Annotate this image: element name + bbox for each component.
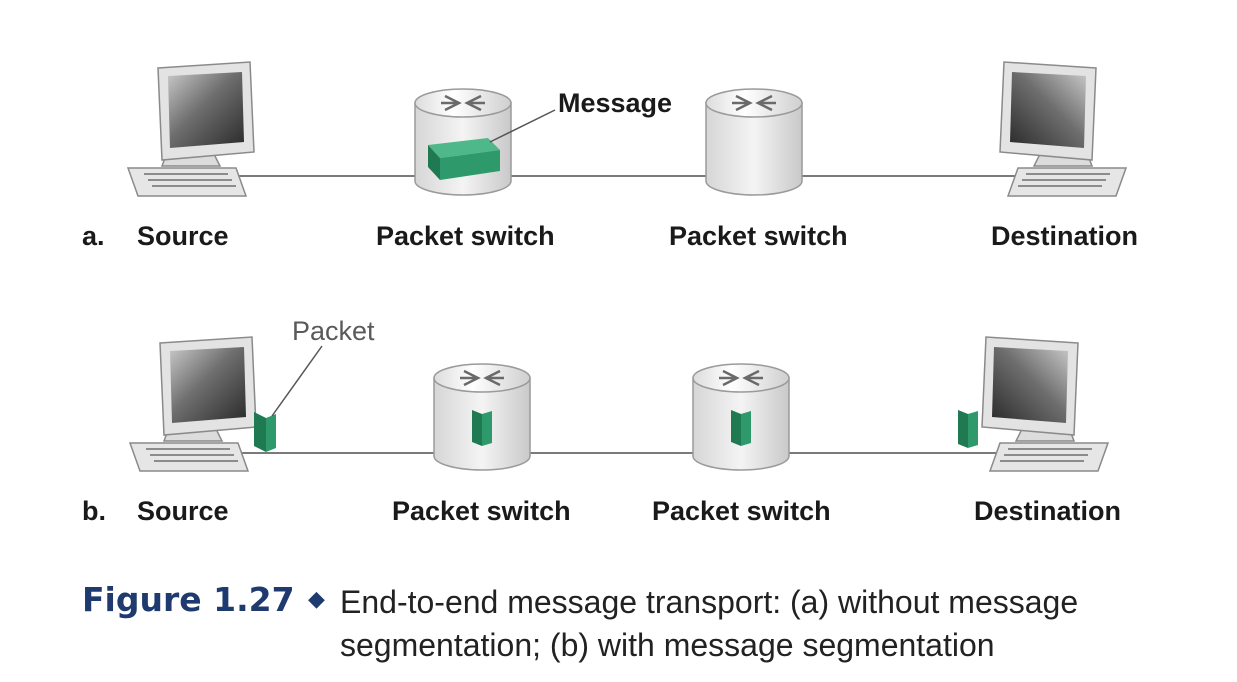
caption-text: End-to-end message transport: (a) withou… xyxy=(340,584,1079,663)
node-label-switch: Packet switch xyxy=(652,496,831,526)
message-callout: Message xyxy=(558,88,673,118)
callout-leader xyxy=(489,109,556,143)
computer-icon xyxy=(1000,62,1126,196)
node-label-destination: Destination xyxy=(991,221,1139,251)
packet-block xyxy=(958,410,978,448)
node-label-switch: Packet switch xyxy=(669,221,848,251)
packet-block xyxy=(472,410,492,446)
computer-icon xyxy=(127,61,255,197)
message-block xyxy=(428,138,500,180)
computer-icon xyxy=(982,337,1108,471)
packet-callout: Packet xyxy=(292,316,375,346)
node-label-switch: Packet switch xyxy=(376,221,555,251)
router-icon xyxy=(704,87,804,197)
computer-icon xyxy=(129,336,257,472)
callout-leader xyxy=(271,345,323,417)
node-label-source: Source xyxy=(137,496,229,526)
node-label-source: Source xyxy=(137,221,229,251)
packet-block xyxy=(731,410,751,446)
node-label-switch: Packet switch xyxy=(392,496,571,526)
figure-number: Figure 1.27 xyxy=(82,580,295,619)
node-label-destination: Destination xyxy=(974,496,1122,526)
panel-a xyxy=(127,61,1126,197)
panel-letter: a. xyxy=(82,221,105,251)
packet-block xyxy=(254,412,276,452)
panel-b xyxy=(129,336,1108,472)
caption-bullet: ◆ xyxy=(308,586,325,611)
panel-letter: b. xyxy=(82,496,106,526)
